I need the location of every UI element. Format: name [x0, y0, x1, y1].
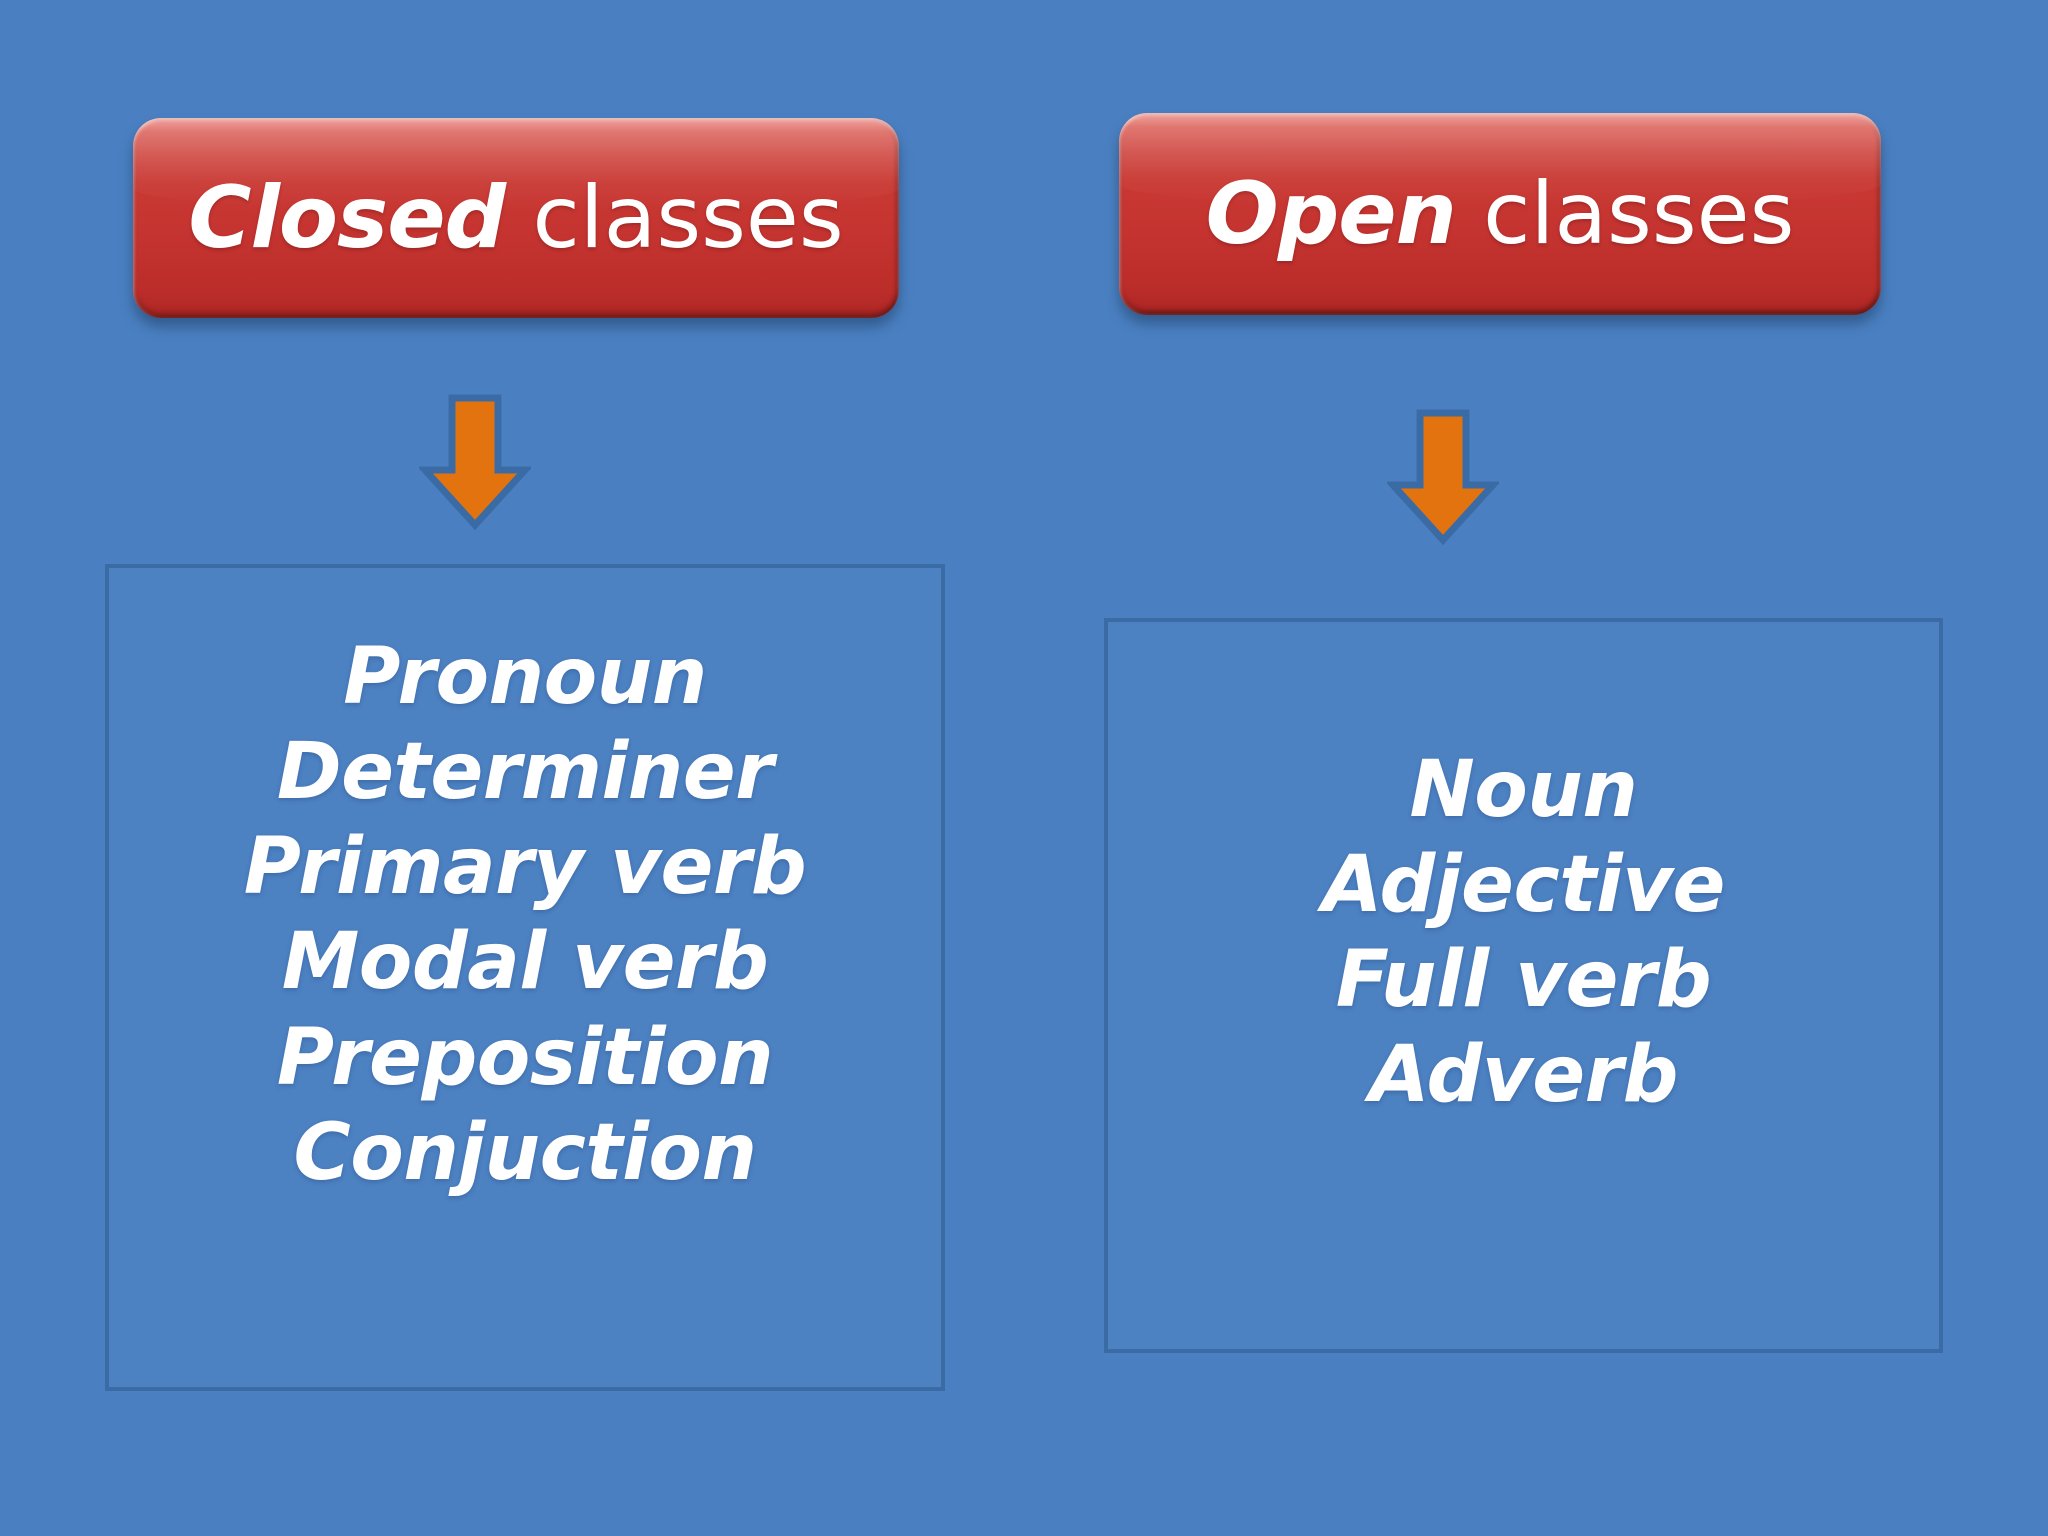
list-item: Determiner [276, 727, 774, 818]
open-classes-button[interactable]: Open classes [1119, 113, 1881, 315]
list-item: Conjuction [293, 1107, 758, 1198]
list-item: Primary verb [243, 822, 807, 913]
closed-classes-emphasis: Closed [188, 168, 506, 268]
open-classes-rest: classes [1455, 164, 1795, 264]
open-classes-emphasis: Open [1205, 164, 1457, 264]
list-item: Noun [1409, 745, 1638, 835]
closed-classes-button[interactable]: Closed classes [133, 118, 899, 318]
list-item: Adjective [1322, 840, 1725, 931]
list-item: Adverb [1369, 1030, 1678, 1121]
list-item: Modal verb [281, 917, 769, 1008]
down-arrow-icon-open [1387, 409, 1499, 545]
closed-classes-rest: classes [505, 168, 844, 268]
down-arrow-icon-closed [419, 394, 531, 530]
open-classes-button-label: Open classes [1206, 171, 1795, 257]
open-classes-list-box: Noun Adjective Full verb Adverb [1104, 618, 1943, 1353]
list-item: Preposition [276, 1012, 774, 1103]
closed-classes-button-label: Closed classes [188, 175, 843, 261]
list-item: Full verb [1335, 935, 1712, 1026]
closed-classes-list-box: Pronoun Determiner Primary verb Modal ve… [105, 564, 945, 1391]
list-item: Pronoun [343, 632, 707, 722]
